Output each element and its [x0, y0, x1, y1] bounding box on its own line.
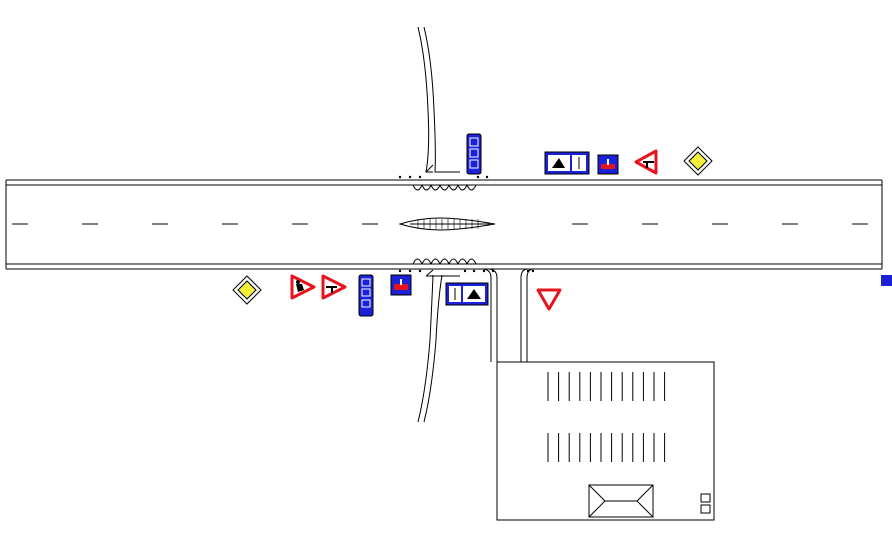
- square-marker-icon: [881, 275, 892, 286]
- parking-area: [496, 361, 715, 521]
- crossing-bump: [466, 258, 477, 265]
- curb-dot: [463, 269, 467, 273]
- crossing-bump: [430, 258, 441, 265]
- crossing-bump: [439, 184, 450, 191]
- crossing-bump: [439, 258, 450, 265]
- curb-dot: [408, 175, 412, 179]
- crossing-bump: [448, 184, 459, 191]
- crossing-bump: [421, 184, 432, 191]
- utility-box: [700, 504, 711, 514]
- dead-end-icon: [597, 154, 619, 175]
- curb-dot: [418, 175, 422, 179]
- curb-dot: [472, 269, 476, 273]
- main-road: [5, 179, 883, 270]
- lower-footpath: [417, 269, 460, 423]
- building: [588, 484, 654, 518]
- curb-dot: [398, 269, 402, 273]
- stacked-info-icon: [358, 274, 374, 317]
- priority-road-icon: [232, 275, 262, 305]
- crossing-bumps: [412, 184, 477, 265]
- give-way-icon: [536, 288, 562, 311]
- curb-dot: [485, 175, 489, 179]
- upper-footpath: [417, 26, 460, 173]
- crossing-bump: [457, 184, 468, 191]
- side-road-junction-icon: [634, 149, 658, 175]
- stacked-info-icon: [466, 133, 482, 175]
- side-road-junction-icon: [321, 274, 347, 300]
- utility-box: [700, 493, 711, 503]
- crossing-bump: [421, 258, 432, 265]
- bypass-route-icon: [445, 282, 489, 306]
- crossing-bump: [457, 258, 468, 265]
- side-road: [481, 268, 535, 362]
- crossing-bump: [448, 258, 459, 265]
- curb-dot: [398, 175, 402, 179]
- roadworks-icon: [290, 274, 316, 300]
- crossing-bump: [466, 184, 477, 191]
- crossing-bump: [412, 184, 423, 191]
- dead-end-icon: [390, 274, 412, 296]
- crossing-bump: [430, 184, 441, 191]
- crossing-bump: [412, 258, 423, 265]
- curb-dot: [482, 269, 486, 273]
- curb-dot: [418, 269, 422, 273]
- curb-dot: [531, 269, 535, 273]
- bypass-route-icon: [544, 151, 590, 175]
- priority-road-icon: [683, 146, 713, 176]
- curb-dot: [408, 269, 412, 273]
- curb-dot: [476, 175, 480, 179]
- traffic-island: [398, 217, 496, 231]
